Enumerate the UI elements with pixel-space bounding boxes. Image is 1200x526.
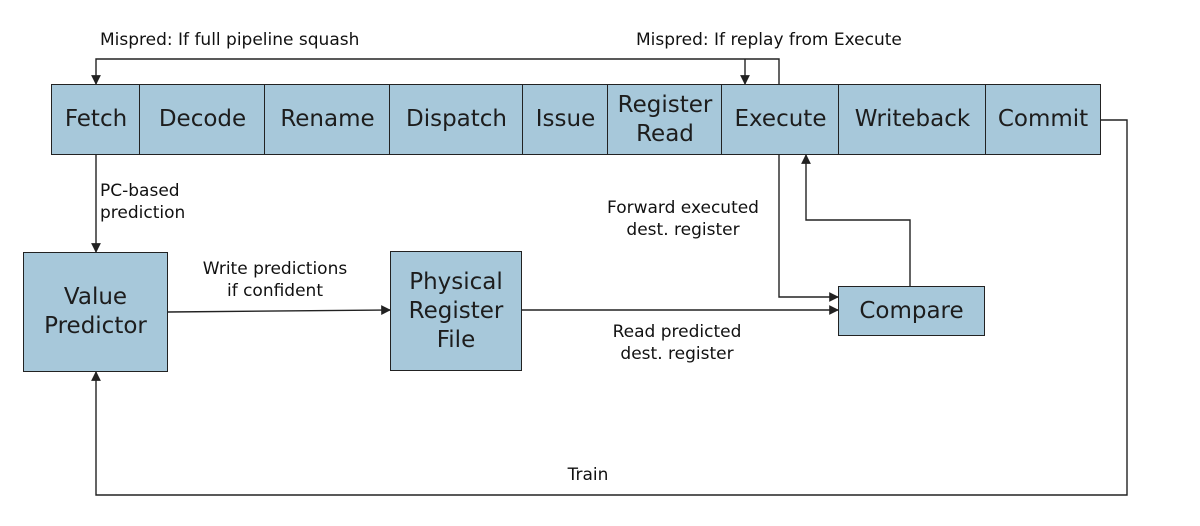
stage-writeback: Writeback [838, 84, 986, 155]
forward-executed-label: Forward executed dest. register [607, 198, 759, 240]
stage-decode: Decode [139, 84, 265, 155]
write-predictions-label: Write predictions if confident [202, 259, 348, 301]
physical-register-file-block: Physical Register File [390, 251, 522, 371]
forward-executed-arrow [778, 155, 839, 302]
stage-execute: Execute [721, 84, 839, 155]
compare-to-execute-arrow [801, 154, 911, 286]
stage-register-read: Register Read [607, 84, 722, 155]
train-arrow [91, 119, 1128, 496]
stage-dispatch: Dispatch [389, 84, 523, 155]
read-predicted-label: Read predicted dest. register [612, 322, 742, 364]
value-predictor-block: Value Predictor [23, 252, 168, 372]
mispred-full-squash-arrow [91, 58, 780, 85]
pc-based-prediction-label: PC-based prediction [100, 181, 186, 223]
mispred-full-squash-label: Mispred: If full pipeline squash [100, 30, 360, 50]
write-predictions-arrow [167, 305, 391, 315]
compare-block: Compare [838, 286, 985, 336]
stage-rename: Rename [264, 84, 390, 155]
stage-issue: Issue [522, 84, 608, 155]
mispred-replay-label: Mispred: If replay from Execute [636, 30, 902, 50]
stage-commit: Commit [985, 84, 1101, 155]
train-label: Train [567, 465, 609, 485]
stage-fetch: Fetch [51, 84, 140, 155]
